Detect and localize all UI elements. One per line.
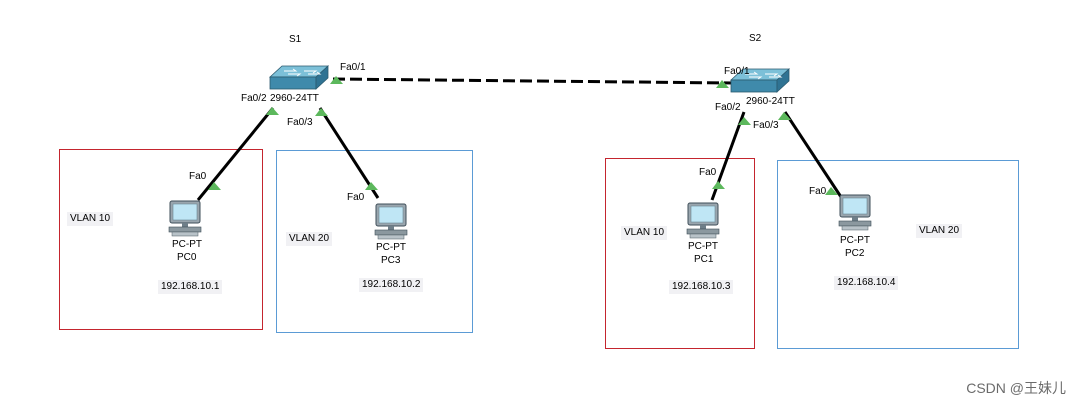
ip-label-pc0: 192.168.10.1 bbox=[158, 280, 223, 294]
pc-name-pc2: PC2 bbox=[845, 248, 865, 259]
port-label-s1-fa02: Fa0/2 bbox=[241, 93, 267, 104]
cable-s1-pc3 bbox=[318, 107, 380, 199]
pc-type-pc0: PC-PT bbox=[172, 239, 202, 250]
switch-model-s2: 2960-24TT bbox=[746, 96, 795, 107]
pc-icon-pc3[interactable] bbox=[374, 203, 408, 240]
ip-label-pc2: 192.168.10.4 bbox=[834, 276, 899, 290]
link-light-pc0-fa0 bbox=[208, 182, 221, 190]
vlan10-area-s1 bbox=[59, 149, 263, 330]
vlan-label-s1-left: VLAN 10 bbox=[67, 212, 114, 226]
port-label-s2-fa03: Fa0/3 bbox=[753, 120, 779, 131]
vlan-label-s2-right: VLAN 20 bbox=[916, 224, 963, 238]
cable-s1-pc0 bbox=[196, 107, 275, 201]
port-label-s1-fa01: Fa0/1 bbox=[340, 62, 366, 73]
port-label-pc3-fa0: Fa0 bbox=[347, 192, 365, 203]
vlan20-area-s1 bbox=[276, 150, 473, 333]
cable-s1-s2 bbox=[332, 77, 734, 85]
port-label-pc0-fa0: Fa0 bbox=[189, 171, 207, 182]
switch-icon-s1[interactable] bbox=[269, 65, 329, 90]
pc-type-pc2: PC-PT bbox=[840, 235, 870, 246]
link-light-s2-fa02 bbox=[738, 117, 751, 125]
watermark: CSDN @王妹儿 bbox=[966, 380, 1066, 396]
link-light-s2-fa03 bbox=[778, 112, 791, 120]
vlan10-area-s2 bbox=[605, 158, 755, 349]
link-light-s1-fa02 bbox=[266, 107, 279, 115]
link-light-pc1-fa0 bbox=[712, 181, 725, 189]
link-light-s2-fa01 bbox=[716, 80, 729, 88]
port-label-s2-fa02: Fa0/2 bbox=[715, 102, 741, 113]
pc-name-pc1: PC1 bbox=[694, 254, 714, 265]
pc-type-pc1: PC-PT bbox=[688, 241, 718, 252]
vlan-label-s1-right: VLAN 20 bbox=[286, 232, 333, 246]
ip-label-pc1: 192.168.10.3 bbox=[669, 280, 734, 294]
vlan20-area-s2 bbox=[777, 160, 1019, 349]
pc-name-pc0: PC0 bbox=[177, 252, 197, 263]
switch-model-s1: 2960-24TT bbox=[270, 93, 319, 104]
vlan-label-s2-left: VLAN 10 bbox=[621, 226, 668, 240]
pc-type-pc3: PC-PT bbox=[376, 242, 406, 253]
port-label-s1-fa03: Fa0/3 bbox=[287, 117, 313, 128]
port-label-pc2-fa0: Fa0 bbox=[809, 186, 827, 197]
link-light-pc3-fa0 bbox=[365, 182, 378, 190]
port-label-pc1-fa0: Fa0 bbox=[699, 167, 717, 178]
pc-icon-pc0[interactable] bbox=[168, 200, 202, 237]
pc-icon-pc1[interactable] bbox=[686, 202, 720, 239]
pc-icon-pc2[interactable] bbox=[838, 194, 872, 231]
switch-name-s1: S1 bbox=[289, 34, 302, 45]
port-label-s2-fa01: Fa0/1 bbox=[724, 66, 750, 77]
link-light-s1-fa03 bbox=[315, 108, 328, 116]
link-light-pc2-fa0 bbox=[825, 187, 838, 195]
switch-name-s2: S2 bbox=[749, 33, 762, 44]
cable-s2-pc2 bbox=[783, 111, 845, 201]
ip-label-pc3: 192.168.10.2 bbox=[359, 278, 424, 292]
pc-name-pc3: PC3 bbox=[381, 255, 401, 266]
link-light-s1-fa01 bbox=[330, 76, 343, 84]
